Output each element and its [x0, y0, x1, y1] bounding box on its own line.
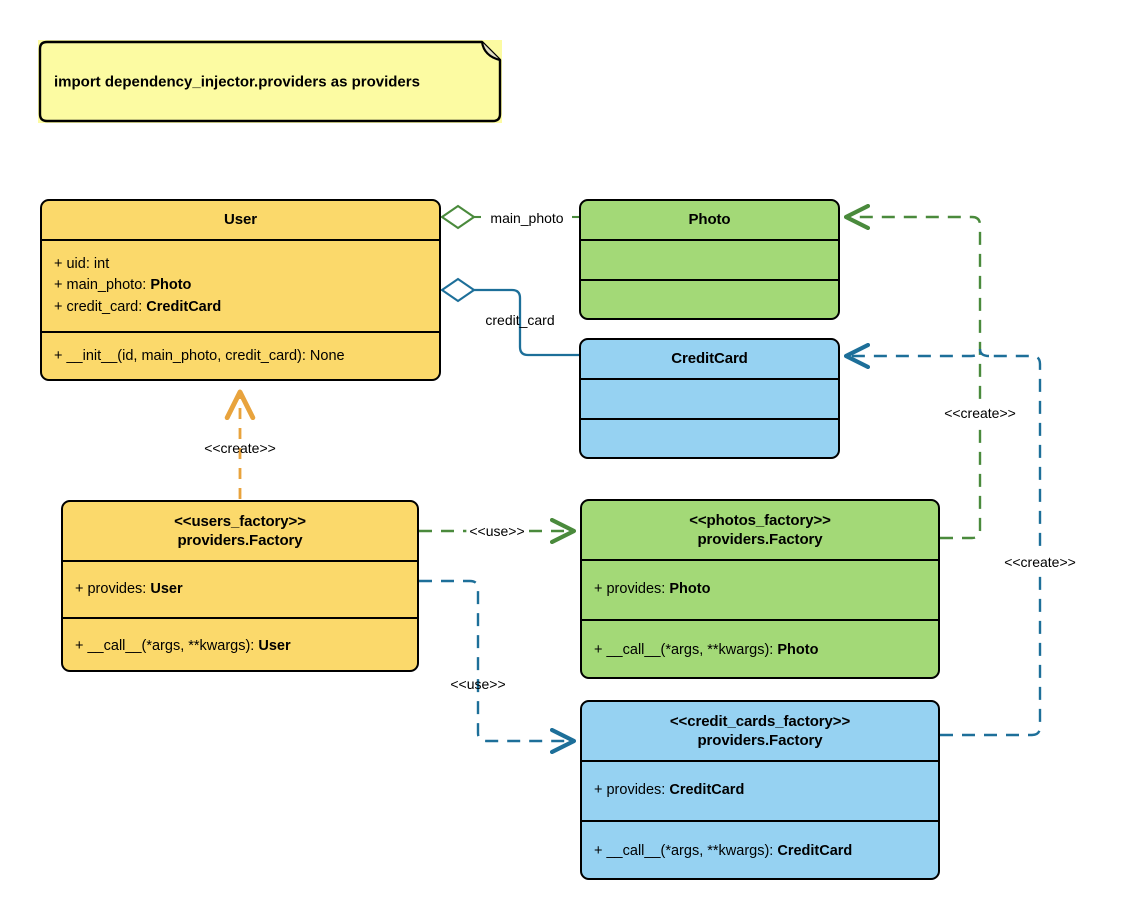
edge-users-factory-use-credit-cards-factory: [419, 579, 577, 755]
class-box-users-factory[interactable]: <<users_factory>> providers.Factory + pr…: [61, 500, 419, 672]
class-title-section-photo: Photo: [581, 201, 838, 241]
class-attribute-row: + provides: Photo: [594, 581, 711, 598]
class-attribute-row: + credit_card: CreditCard: [54, 298, 222, 315]
class-box-photo[interactable]: Photo: [579, 199, 840, 320]
edge-label-use-credit-cards-factory: <<use>>: [450, 676, 506, 692]
class-methods-section-credit-cards-factory: + __call__(*args, **kwargs): CreditCard: [582, 822, 938, 878]
class-attributes-section-user: + uid: int + main_photo: Photo + credit_…: [42, 241, 439, 333]
class-box-photos-factory[interactable]: <<photos_factory>> providers.Factory + p…: [580, 499, 940, 679]
class-title-section-credit-card: CreditCard: [581, 340, 838, 380]
class-attribute-row: + main_photo: Photo: [54, 277, 192, 294]
class-attribute-row: + uid: int: [54, 256, 110, 273]
class-box-credit-card[interactable]: CreditCard: [579, 338, 840, 459]
class-methods-section-user: + __init__(id, main_photo, credit_card):…: [42, 333, 439, 379]
class-method-row: + __init__(id, main_photo, credit_card):…: [54, 347, 345, 364]
import-note: import dependency_injector.providers as …: [38, 40, 502, 123]
class-title-section-credit-cards-factory: <<credit_cards_factory>> providers.Facto…: [582, 702, 938, 762]
edge-label-credit-card: credit_card: [485, 312, 555, 328]
class-name-users-factory: <<users_factory>> providers.Factory: [174, 512, 306, 549]
class-name-credit-cards-factory: <<credit_cards_factory>> providers.Facto…: [669, 712, 851, 749]
edge-label-use-photos-factory: <<use>>: [466, 524, 528, 538]
note-shape: [38, 40, 502, 123]
class-methods-section-photos-factory: + __call__(*args, **kwargs): Photo: [582, 621, 938, 677]
class-title-section-photos-factory: <<photos_factory>> providers.Factory: [582, 501, 938, 561]
edge-label-main-photo: main_photo: [490, 210, 564, 226]
class-box-credit-cards-factory[interactable]: <<credit_cards_factory>> providers.Facto…: [580, 700, 940, 880]
edge-label-create-photo: <<create>>: [941, 404, 1019, 422]
class-method-row: + __call__(*args, **kwargs): CreditCard: [594, 843, 853, 860]
edge-label-create-credit-card: <<create>>: [1001, 553, 1079, 571]
class-attributes-section-credit-card: [581, 380, 838, 420]
class-method-row: + __call__(*args, **kwargs): Photo: [594, 642, 819, 659]
aggregation-diamond-credit-card: [440, 277, 476, 303]
class-title-section-users-factory: <<users_factory>> providers.Factory: [63, 502, 417, 562]
aggregation-diamond-main-photo: [440, 204, 476, 230]
class-attributes-section-photo: [581, 241, 838, 281]
class-name-user: User: [224, 211, 257, 229]
class-attributes-section-users-factory: + provides: User: [63, 562, 417, 619]
class-methods-section-photo: [581, 281, 838, 318]
edge-label-create-user: <<create>>: [204, 440, 276, 456]
class-attribute-row: + provides: CreditCard: [594, 782, 745, 799]
class-methods-section-users-factory: + __call__(*args, **kwargs): User: [63, 619, 417, 670]
class-attributes-section-photos-factory: + provides: Photo: [582, 561, 938, 621]
class-methods-section-credit-card: [581, 420, 838, 457]
class-attributes-section-credit-cards-factory: + provides: CreditCard: [582, 762, 938, 822]
edge-photos-factory-create-photo: [843, 203, 982, 540]
note-text: import dependency_injector.providers as …: [54, 73, 420, 90]
class-name-credit-card: CreditCard: [671, 350, 748, 368]
class-name-photos-factory: <<photos_factory>> providers.Factory: [689, 511, 831, 548]
class-method-row: + __call__(*args, **kwargs): User: [75, 637, 291, 654]
class-box-user[interactable]: User + uid: int + main_photo: Photo + cr…: [40, 199, 441, 381]
class-title-section-user: User: [42, 201, 439, 241]
class-name-photo: Photo: [688, 211, 731, 229]
class-attribute-row: + provides: User: [75, 580, 183, 597]
